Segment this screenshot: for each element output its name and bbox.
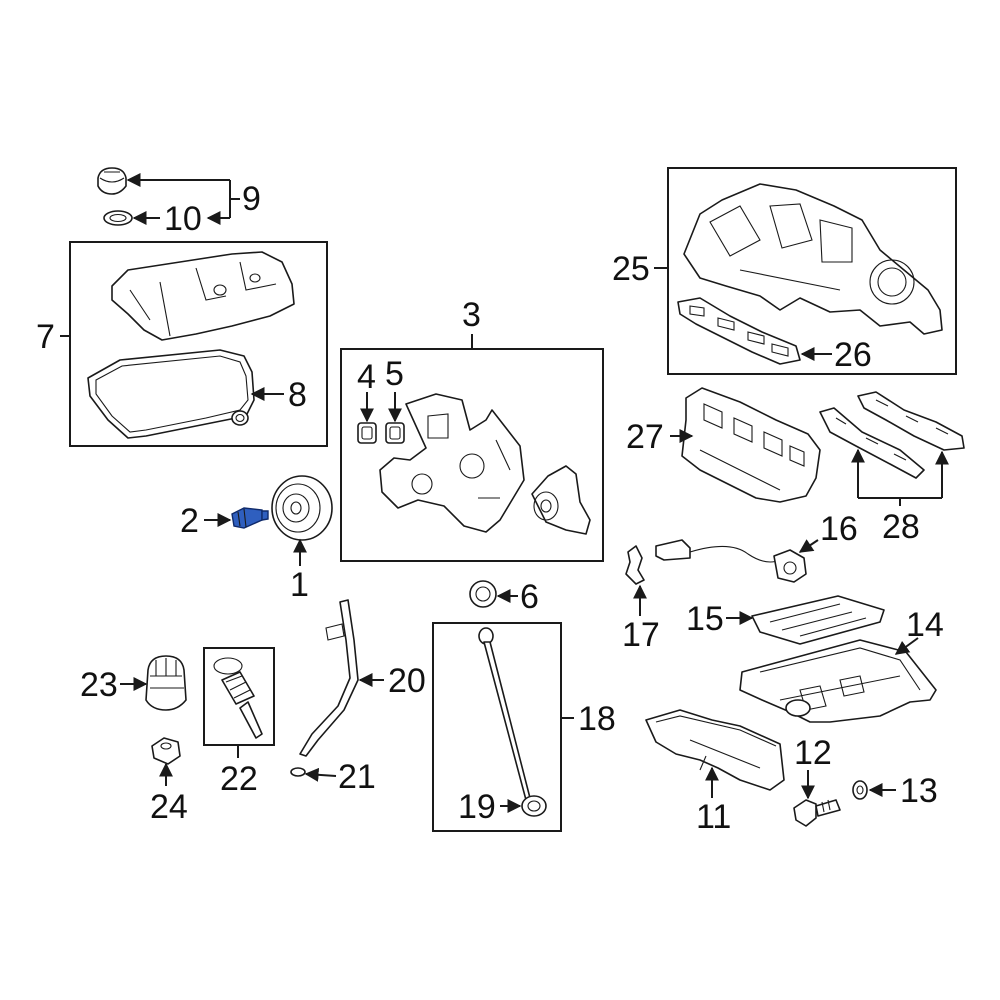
callout-23: 23 xyxy=(80,666,118,704)
callout-12: 12 xyxy=(794,734,832,772)
callout-3: 3 xyxy=(462,296,481,334)
lower-intake-manifold[interactable] xyxy=(681,387,821,503)
callout-25: 25 xyxy=(612,250,650,288)
leader-14 xyxy=(894,637,919,655)
callout-14: 14 xyxy=(906,606,944,644)
oil-filter-drain-cap[interactable] xyxy=(151,737,181,765)
crankshaft-pulley[interactable] xyxy=(271,475,333,541)
upper-intake-gasket[interactable] xyxy=(677,297,801,365)
callout-4: 4 xyxy=(357,358,376,396)
dipstick-group-frame xyxy=(432,622,562,832)
dipstick-guide-tube[interactable] xyxy=(299,599,359,757)
callout-8: 8 xyxy=(288,376,307,414)
oil-level-sensor[interactable] xyxy=(655,539,807,583)
oil-filter-element[interactable] xyxy=(213,657,263,739)
callout-19: 19 xyxy=(458,788,496,826)
oil-filler-cap[interactable] xyxy=(97,167,127,195)
dipstick-seal[interactable] xyxy=(521,795,547,817)
callout-6: 6 xyxy=(520,578,539,616)
callout-15: 15 xyxy=(686,600,724,638)
lower-oil-pan[interactable] xyxy=(645,709,785,791)
spark-plug-tube-seal[interactable] xyxy=(231,410,249,426)
callout-26: 26 xyxy=(834,336,872,374)
callout-24: 24 xyxy=(150,788,188,826)
callout-11: 11 xyxy=(696,798,731,836)
leader-16 xyxy=(798,539,819,553)
oil-filler-cap-gasket[interactable] xyxy=(103,210,133,226)
callout-18: 18 xyxy=(578,700,616,738)
callout-13: 13 xyxy=(900,772,938,810)
callout-10: 10 xyxy=(164,200,202,238)
valve-cover-gasket[interactable] xyxy=(87,349,255,439)
callout-22: 22 xyxy=(220,760,258,798)
upper-intake-manifold[interactable] xyxy=(683,183,943,335)
crankshaft-front-seal[interactable] xyxy=(469,580,497,608)
leader-28-bracket xyxy=(858,497,942,506)
callout-21: 21 xyxy=(338,758,376,796)
callout-7: 7 xyxy=(36,318,55,356)
intake-manifold-gasket-right[interactable] xyxy=(857,391,965,451)
oil-dipstick[interactable] xyxy=(478,627,531,801)
callout-17: 17 xyxy=(622,616,660,654)
timing-chain-cover[interactable] xyxy=(379,393,525,533)
oil-filter-housing[interactable] xyxy=(145,655,187,711)
timing-cover-gasket-b[interactable] xyxy=(385,422,405,444)
dipstick-tube-o-ring[interactable] xyxy=(290,767,306,777)
callout-28: 28 xyxy=(882,508,920,546)
callout-16: 16 xyxy=(820,510,858,548)
callout-1: 1 xyxy=(290,566,309,604)
upper-oil-pan[interactable] xyxy=(739,639,937,723)
valve-cover[interactable] xyxy=(111,251,295,341)
water-pump[interactable] xyxy=(531,465,591,535)
callout-20: 20 xyxy=(388,662,426,700)
intake-manifold-gasket-left[interactable] xyxy=(819,407,925,479)
valve-cover-group-frame xyxy=(69,241,328,447)
leader-21 xyxy=(304,767,337,782)
callout-9: 9 xyxy=(242,180,261,218)
oil-drain-plug[interactable] xyxy=(793,799,841,827)
timing-cover-gasket-a[interactable] xyxy=(357,422,377,444)
crankshaft-pulley-bolt[interactable] xyxy=(231,507,269,529)
callout-2: 2 xyxy=(180,502,199,540)
drain-plug-washer[interactable] xyxy=(852,780,868,800)
oil-pan-baffle[interactable] xyxy=(751,595,885,645)
callout-27: 27 xyxy=(626,418,664,456)
callout-5: 5 xyxy=(385,355,404,393)
sensor-gasket[interactable] xyxy=(625,545,645,585)
intake-manifold-group-frame xyxy=(667,167,957,375)
leader-9-bracket xyxy=(229,180,240,218)
